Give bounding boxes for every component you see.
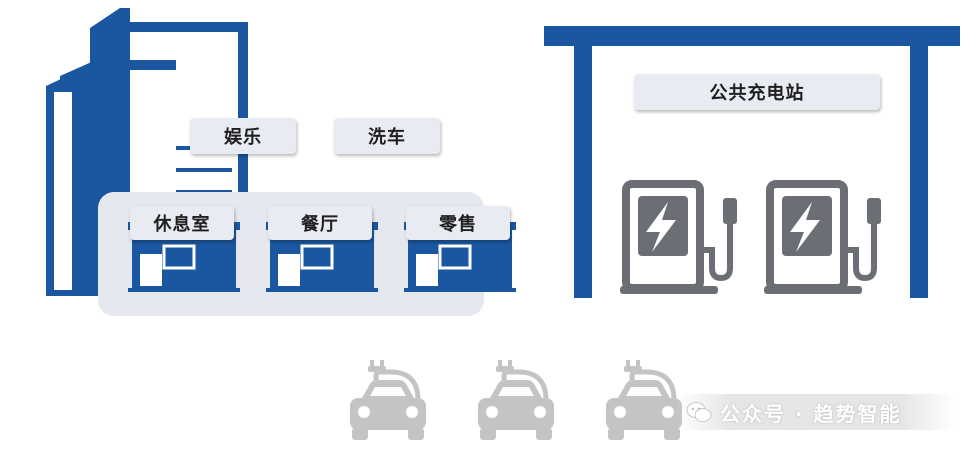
station-canopy bbox=[544, 26, 960, 298]
label-retail: 零售 bbox=[406, 206, 510, 240]
label-car-wash: 洗车 bbox=[334, 118, 440, 154]
charger-icon bbox=[620, 180, 737, 294]
watermark: 公众号 · 趋势智能 bbox=[676, 394, 956, 430]
wechat-icon bbox=[686, 402, 712, 422]
label-restaurant: 餐厅 bbox=[268, 206, 372, 240]
shop-icon-restaurant bbox=[266, 222, 378, 292]
watermark-text: 公众号 · 趋势智能 bbox=[720, 401, 902, 426]
charger-icon bbox=[764, 180, 881, 294]
label-entertainment: 娱乐 bbox=[190, 118, 296, 154]
electric-car-icon bbox=[606, 360, 682, 440]
label-public-station: 公共充电站 bbox=[634, 74, 880, 110]
electric-car-icon bbox=[350, 360, 426, 440]
electric-car-icon bbox=[478, 360, 554, 440]
label-lounge: 休息室 bbox=[130, 206, 234, 240]
